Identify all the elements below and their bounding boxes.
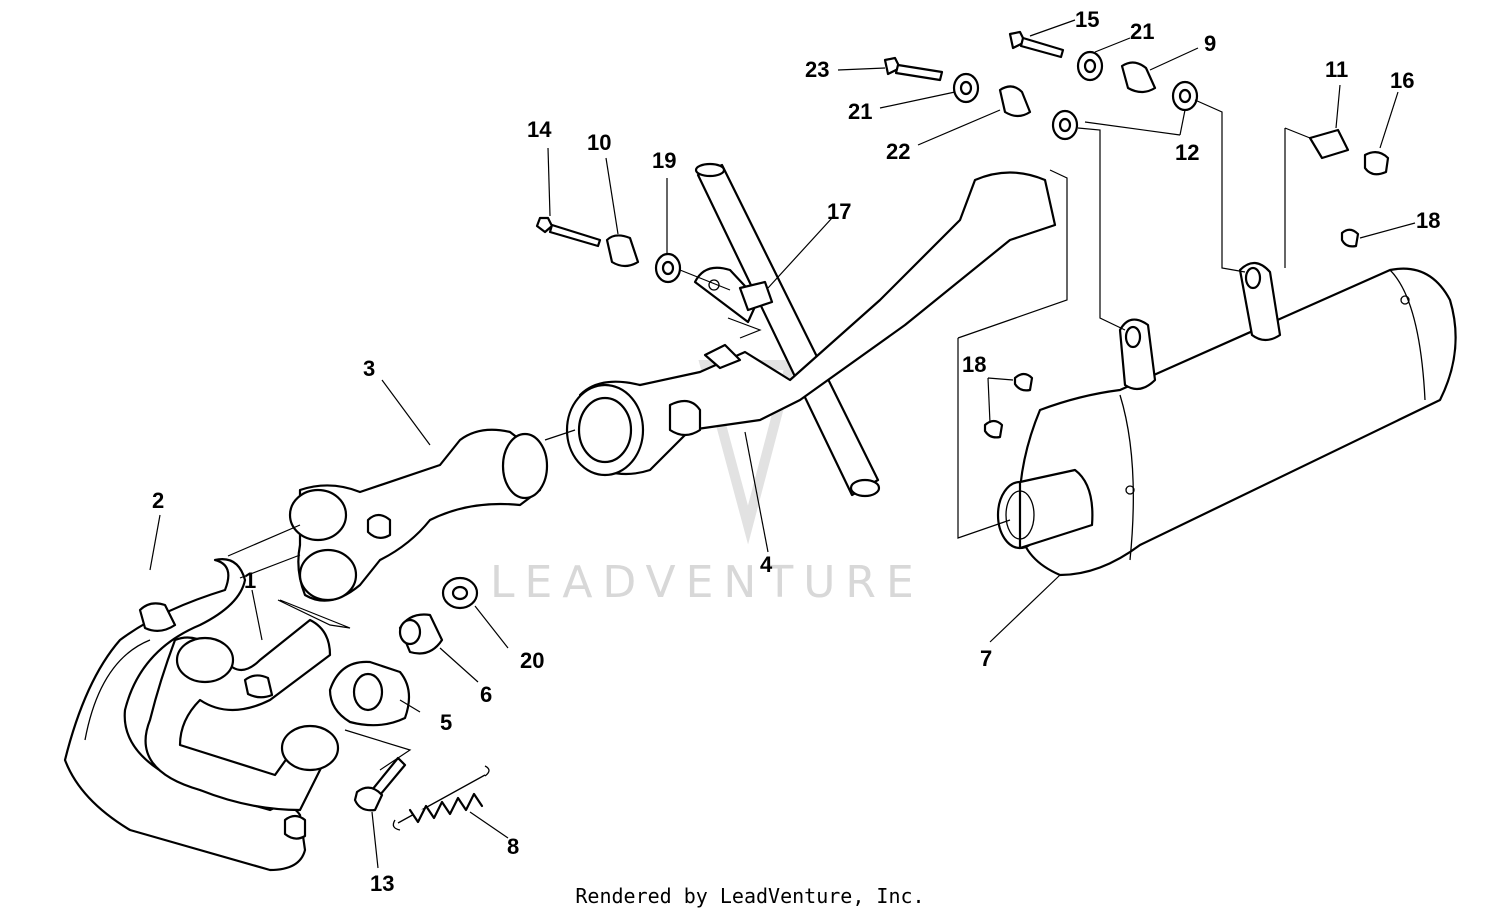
washer-12-upper (1171, 80, 1199, 112)
washer-19 (654, 252, 682, 284)
callout-6: 6 (480, 682, 492, 707)
callout-5: 5 (440, 710, 452, 735)
callout-18-left: 18 (962, 352, 986, 377)
plug-18-b (983, 419, 1004, 439)
callout-17: 17 (827, 199, 851, 224)
footer-credit: Rendered by LeadVenture, Inc. (575, 884, 925, 908)
grommet-22 (998, 85, 1032, 118)
spring-8 (392, 765, 490, 831)
callout-9: 9 (1204, 31, 1216, 56)
callout-3: 3 (363, 356, 375, 381)
bolt-15 (1008, 30, 1065, 59)
muffler (996, 261, 1457, 577)
callout-19: 19 (652, 148, 676, 173)
washer-12-lower (1051, 109, 1079, 141)
callout-15: 15 (1075, 7, 1099, 32)
y-pipe (288, 428, 549, 602)
header-pipe-rear (144, 618, 340, 840)
plug-18-upper (1340, 228, 1360, 248)
washer-20 (441, 576, 479, 610)
spacer-11 (1308, 128, 1350, 160)
assembly-lines (227, 99, 1311, 771)
callout-23: 23 (805, 57, 829, 82)
callout-22: 22 (886, 139, 910, 164)
washer-21-upper (1076, 50, 1104, 82)
callout-21-upper: 21 (1130, 19, 1154, 44)
callouts: 2 1 3 4 5 6 7 8 9 10 11 12 13 14 15 16 1… (152, 7, 1440, 896)
watermark-text: LEADVENTURE (490, 557, 924, 608)
spacer-10 (605, 234, 640, 268)
callout-1: 1 (244, 568, 256, 593)
callout-7: 7 (980, 646, 992, 671)
watermark: LEADVENTURE (490, 360, 924, 608)
leader-lines (149, 19, 1416, 869)
callout-21-lower: 21 (848, 99, 872, 124)
clip-17 (738, 280, 774, 312)
callout-18-right: 18 (1416, 208, 1440, 233)
flange-gasket (328, 660, 411, 727)
callout-14: 14 (527, 117, 552, 142)
callout-11: 11 (1325, 57, 1348, 82)
mid-pipe (565, 171, 1057, 477)
callout-16: 16 (1390, 68, 1414, 93)
nut-6 (398, 613, 444, 655)
plug-18-a (1013, 372, 1034, 392)
stud-13 (353, 756, 407, 812)
callout-20: 20 (520, 648, 544, 673)
nut-16 (1363, 151, 1390, 176)
callout-10: 10 (587, 130, 611, 155)
washer-21-lower (952, 72, 980, 104)
callout-13: 13 (370, 871, 394, 896)
callout-2: 2 (152, 488, 164, 513)
bolt-14 (535, 216, 602, 248)
grommet-9 (1120, 61, 1157, 94)
callout-12: 12 (1175, 140, 1199, 165)
callout-4: 4 (760, 552, 773, 577)
callout-8: 8 (507, 834, 519, 859)
bolt-23 (883, 56, 944, 82)
